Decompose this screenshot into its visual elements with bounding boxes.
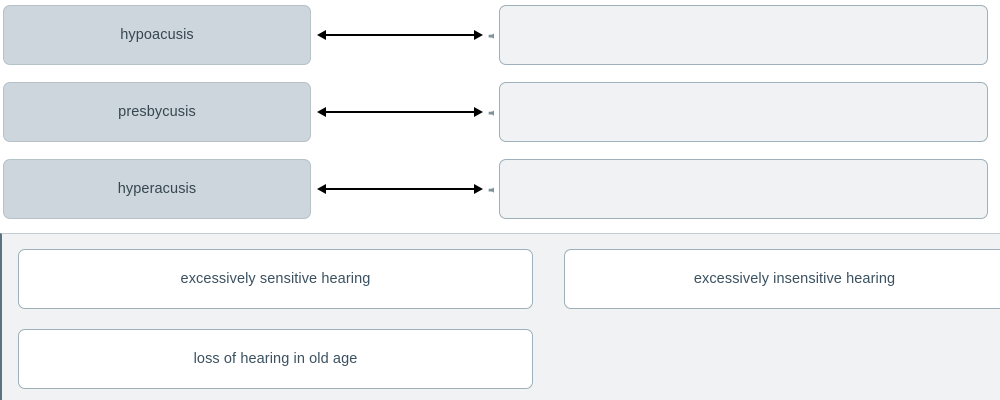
left-curly-brace-icon: { [478,1,494,69]
arrow-head-left-icon [317,184,326,194]
double-headed-arrow-icon [317,30,483,40]
arrow-shaft [324,111,476,113]
term-tile-hyperacusis[interactable]: hyperacusis [3,159,311,219]
arrow-shaft [324,34,476,36]
left-curly-brace-icon: { [478,155,494,223]
answer-card[interactable]: excessively sensitive hearing [18,249,533,309]
dropzone-hypoacusis[interactable] [499,5,988,65]
dropzone-presbycusis[interactable] [499,82,988,142]
match-row: hyperacusis { [0,155,1000,221]
answer-bank-panel: excessively sensitive hearing excessivel… [0,233,1000,400]
term-tile-presbycusis[interactable]: presbycusis [3,82,311,142]
answer-card[interactable]: loss of hearing in old age [18,329,533,389]
arrow-head-left-icon [317,30,326,40]
match-row: presbycusis { [0,78,1000,144]
dropzone-hyperacusis[interactable] [499,159,988,219]
arrow-head-right-icon [474,30,483,40]
match-row: hypoacusis { [0,1,1000,67]
arrow-head-right-icon [474,184,483,194]
double-headed-arrow-icon [317,184,483,194]
double-headed-arrow-icon [317,107,483,117]
arrow-head-right-icon [474,107,483,117]
arrow-head-left-icon [317,107,326,117]
arrow-shaft [324,188,476,190]
left-curly-brace-icon: { [478,78,494,146]
answer-card[interactable]: excessively insensitive hearing [564,249,1000,309]
term-tile-hypoacusis[interactable]: hypoacusis [3,5,311,65]
